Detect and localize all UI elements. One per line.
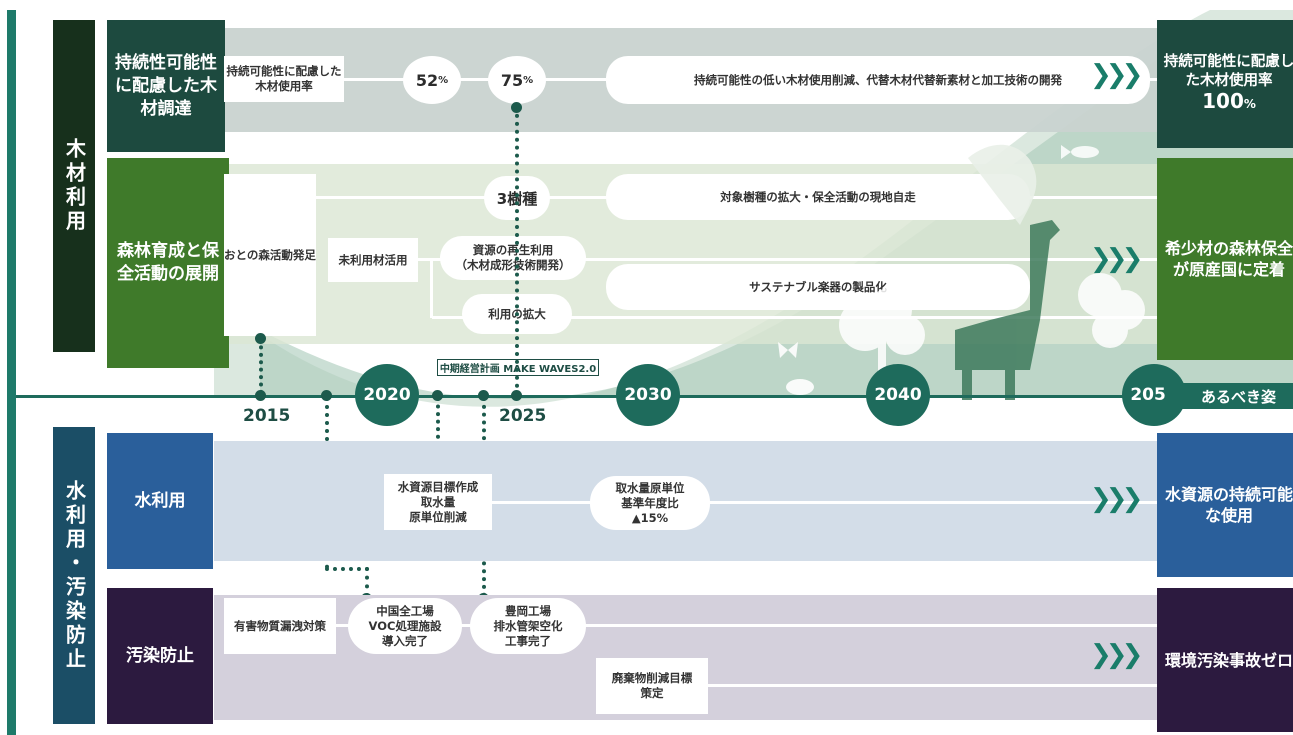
beaver-icon	[786, 379, 814, 395]
tree-icon	[1078, 273, 1145, 348]
pollution-goal-box: 環境汚染事故ゼロ	[1157, 588, 1293, 732]
section-wood-label: 木材利用	[53, 20, 95, 352]
connector-dot	[255, 333, 266, 344]
butterfly-icon	[778, 342, 798, 358]
wood-usage-rate-box: 持続可能性に配慮した木材使用率	[224, 56, 344, 102]
connector-voc-horizontal	[325, 567, 369, 571]
pollution-line-bottom	[708, 684, 1164, 687]
year-2040-circle: 2040	[866, 364, 930, 426]
species-plan-pill: 対象樹種の拡大・保全活動の現地自走	[606, 174, 1030, 220]
wildlife-illustration	[778, 144, 1145, 400]
toyooka-pill: 豊岡工場 排水管架空化 工事完了	[470, 598, 586, 654]
fish-icon	[1061, 145, 1099, 159]
forest-goal-box: 希少材の森林保全が原産国に定着	[1157, 158, 1293, 360]
reuse-pill: 資源の再生利用 （木材成形技術開発）	[440, 236, 586, 280]
wood-goal-box: 持続可能性に配慮した木材使用率 100%	[1157, 20, 1293, 148]
forest-line-bottom	[432, 316, 1164, 319]
connector-dot	[321, 390, 332, 401]
section-water-label: 水利用・汚染防止	[53, 427, 95, 724]
tree-icon	[839, 288, 925, 380]
wood-plan-pill: 持続可能性の低い木材使用削減、代替木材代替新素材と加工技術の開発	[606, 56, 1150, 104]
connector-2015	[259, 338, 263, 394]
pollution-line-top	[336, 624, 1164, 627]
triple-chevron-right-icon: ❯❯❯	[1090, 244, 1143, 274]
connector-2025-wood	[515, 106, 519, 396]
waste-target-box: 廃棄物削減目標 策定	[596, 658, 708, 714]
voc-pill: 中国全工場 VOC処理施設 導入完了	[348, 598, 462, 654]
forest-branch-vertical	[430, 258, 433, 318]
water-plan-pill: 取水量原単位 基準年度比 ▲15%	[590, 476, 710, 530]
connector-dot	[511, 390, 522, 401]
year-2030-circle: 2030	[616, 364, 680, 426]
bird-icon	[968, 144, 1037, 225]
pct-52-circle: 52%	[403, 56, 461, 104]
connector-water-target	[436, 397, 440, 469]
unused-wood-box: 未利用材活用	[328, 238, 418, 282]
water-label: 水利用	[107, 433, 213, 569]
triple-chevron-right-icon: ❯❯❯	[1090, 60, 1143, 90]
giraffe-icon	[955, 220, 1060, 400]
connector-dot	[511, 102, 522, 113]
connector-dot	[255, 390, 266, 401]
reuse-plan-pill: サステナブル楽器の製品化	[606, 264, 1030, 310]
triple-chevron-right-icon: ❯❯❯	[1090, 640, 1143, 670]
triple-chevron-right-icon: ❯❯❯	[1090, 484, 1143, 514]
year-2020-circle: 2020	[355, 364, 419, 426]
pollution-label: 汚染防止	[107, 588, 213, 724]
connector-dot	[478, 390, 489, 401]
water-target-box: 水資源目標作成 取水量 原単位削減	[384, 474, 492, 530]
forest-line-mid	[418, 258, 1164, 261]
forest-start-box: おとの森活動発足	[224, 174, 316, 336]
ideal-state-label: あるべき姿	[1166, 383, 1293, 409]
pct-75-circle: 75%	[488, 56, 546, 104]
forest-label: 森林育成と保全活動の展開	[107, 158, 229, 368]
water-line	[488, 501, 1164, 504]
hazard-box: 有害物質漏洩対策	[224, 598, 336, 654]
connector-voc-down	[365, 567, 369, 597]
year-2015: 2015	[243, 406, 291, 426]
left-accent-bar	[7, 10, 16, 735]
wood-procurement-label: 持続性可能性に配慮した木材調達	[107, 20, 225, 152]
year-2025: 2025	[499, 406, 547, 426]
connector-dot	[432, 390, 443, 401]
water-goal-box: 水資源の持続可能な使用	[1157, 433, 1293, 577]
